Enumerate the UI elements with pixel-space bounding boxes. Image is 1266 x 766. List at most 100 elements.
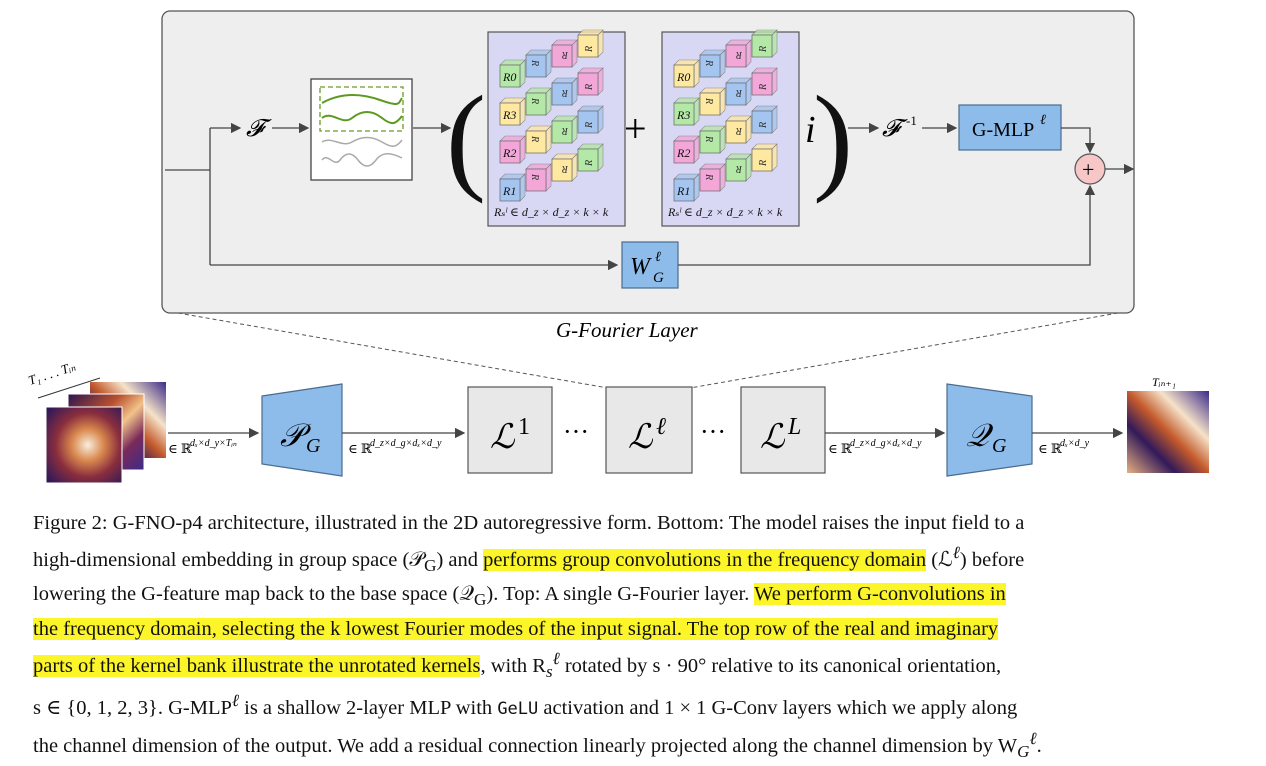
kernel-rotated-label: R [562,163,569,174]
kernel-cube: R [551,115,578,144]
kernel-cube: R [751,143,778,172]
kernel-cube: R [577,67,604,96]
kernel-rotated-label: R [529,59,540,66]
kernel-rotated-label: R [703,135,714,142]
svg-text:+: + [1082,157,1094,182]
kernel-label: R3 [676,108,690,122]
output-space-label: ∈ ℝ [1038,441,1063,456]
kernel-cube: R [551,39,578,68]
kernel-rotated-label: R [736,87,743,98]
kernel-cube: R [725,77,752,106]
kernel-cube: R3 [673,97,700,126]
kernel-cube: R [699,125,726,154]
kernel-label: R1 [676,184,690,198]
kernel-rotated-label: R [584,46,595,53]
kernel-label: R1 [502,184,516,198]
kernel-rotated-label: R [736,125,743,136]
svg-text:G: G [306,435,321,457]
figure-caption: Figure 2: G-FNO-p4 architecture, illustr… [33,512,1042,761]
kernel-cube: R [699,163,726,192]
svg-text:ℒ: ℒ [490,419,516,456]
kernel-rotated-label: R [736,163,743,174]
layer-box-1: ℒ 1 [467,386,553,474]
svg-text:W: W [630,254,652,280]
kernel-label: R0 [676,70,690,84]
svg-text:dₓ×d_y: dₓ×d_y [1060,438,1090,449]
kernel-cube: R0 [673,59,700,88]
input-time-label: T₁ . . . Tᵢₙ [26,358,77,387]
svg-text:dₓ×d_y×Tᵢₙ: dₓ×d_y×Tᵢₙ [190,438,237,449]
kernel-label: R2 [676,146,690,160]
layer-box-l: ℒ ℓ [605,386,693,474]
kernel-rotated-label: R [529,173,540,180]
kernel-rotated-label: R [562,49,569,60]
kernel-rotated-label: R [703,97,714,104]
svg-text:ℒ: ℒ [628,419,654,456]
kernel-rotated-label: R [529,135,540,142]
kernel-rotated-label: R [584,160,595,167]
inverse-exponent: -1 [906,113,917,128]
svg-text:d_z×d_g×dₓ×d_y: d_z×d_g×dₓ×d_y [850,438,922,449]
kernel-cube: R [525,87,552,116]
frequency-selection-box [310,78,413,181]
kernel-cube: R [699,87,726,116]
kernel-cube: R1 [673,173,700,202]
kernel-cube: R [725,153,752,182]
kernel-cube: R [751,105,778,134]
projection-block-q: 𝒬 G [946,383,1033,477]
kernel-cube: R [551,153,578,182]
kernel-label: R0 [502,70,516,84]
svg-text:1: 1 [518,414,530,440]
output-time-label: Tᵢₙ₊₁ [1152,375,1176,389]
kernel-rotated-label: R [703,173,714,180]
kernel-rotated-label: R [758,160,769,167]
kernel-cube: R [577,29,604,58]
svg-text:L: L [787,414,801,440]
kernel-cube: R [699,49,726,78]
svg-text:ℓ: ℓ [1040,113,1046,128]
kernel-cube: R1 [499,173,526,202]
kernel-cube: R [577,105,604,134]
kernel-rotated-label: R [584,122,595,129]
kernel-cube: R [525,125,552,154]
kernel-cube: R [751,67,778,96]
svg-text:G: G [653,270,664,286]
layer-title: G-Fourier Layer [556,318,699,342]
kernel-label: R3 [502,108,516,122]
layer-box-big-l: ℒ L [740,386,826,474]
kernel-label: R2 [502,146,516,160]
kernel-cube: R3 [499,97,526,126]
feature-space-label: ∈ ℝ [828,441,853,456]
g-mlp-block: G-MLP ℓ [958,104,1062,151]
kernel-cube: R [725,39,752,68]
w-projection-block: W ℓ G [621,241,679,289]
output-field [1127,391,1209,473]
kernel-bank-caption: Rₛˡ ∈ d_z × d_z × k × k [667,205,783,219]
kernel-bank-caption: Rₛˡ ∈ d_z × d_z × k × k [493,205,609,219]
imaginary-unit: i [805,109,816,151]
kernel-cube: R0 [499,59,526,88]
kernel-rotated-label: R [584,84,595,91]
kernel-cube: R [525,49,552,78]
kernel-cube: R2 [499,135,526,164]
kernel-rotated-label: R [758,46,769,53]
kernel-cube: R [551,77,578,106]
input-fields-stack [45,382,166,484]
svg-text:ℓ: ℓ [656,414,666,440]
kernel-rotated-label: R [736,49,743,60]
ellipsis-1: ··· [563,417,589,446]
svg-text:d_z×d_g×dₓ×d_y: d_z×d_g×dₓ×d_y [370,438,442,449]
ellipsis-2: ··· [700,417,726,446]
svg-text:G: G [992,435,1007,457]
kernel-rotated-label: R [529,97,540,104]
kernel-rotated-label: R [562,87,569,98]
kernel-cube: R [577,143,604,172]
left-parenthesis: ( [446,71,486,204]
svg-text:G-MLP: G-MLP [972,119,1034,141]
kernel-cube: R2 [673,135,700,164]
lifting-block-p: 𝒫 G [261,383,343,477]
kernel-rotated-label: R [758,122,769,129]
kernel-cube: R [525,163,552,192]
embedding-space-label: ∈ ℝ [348,441,373,456]
